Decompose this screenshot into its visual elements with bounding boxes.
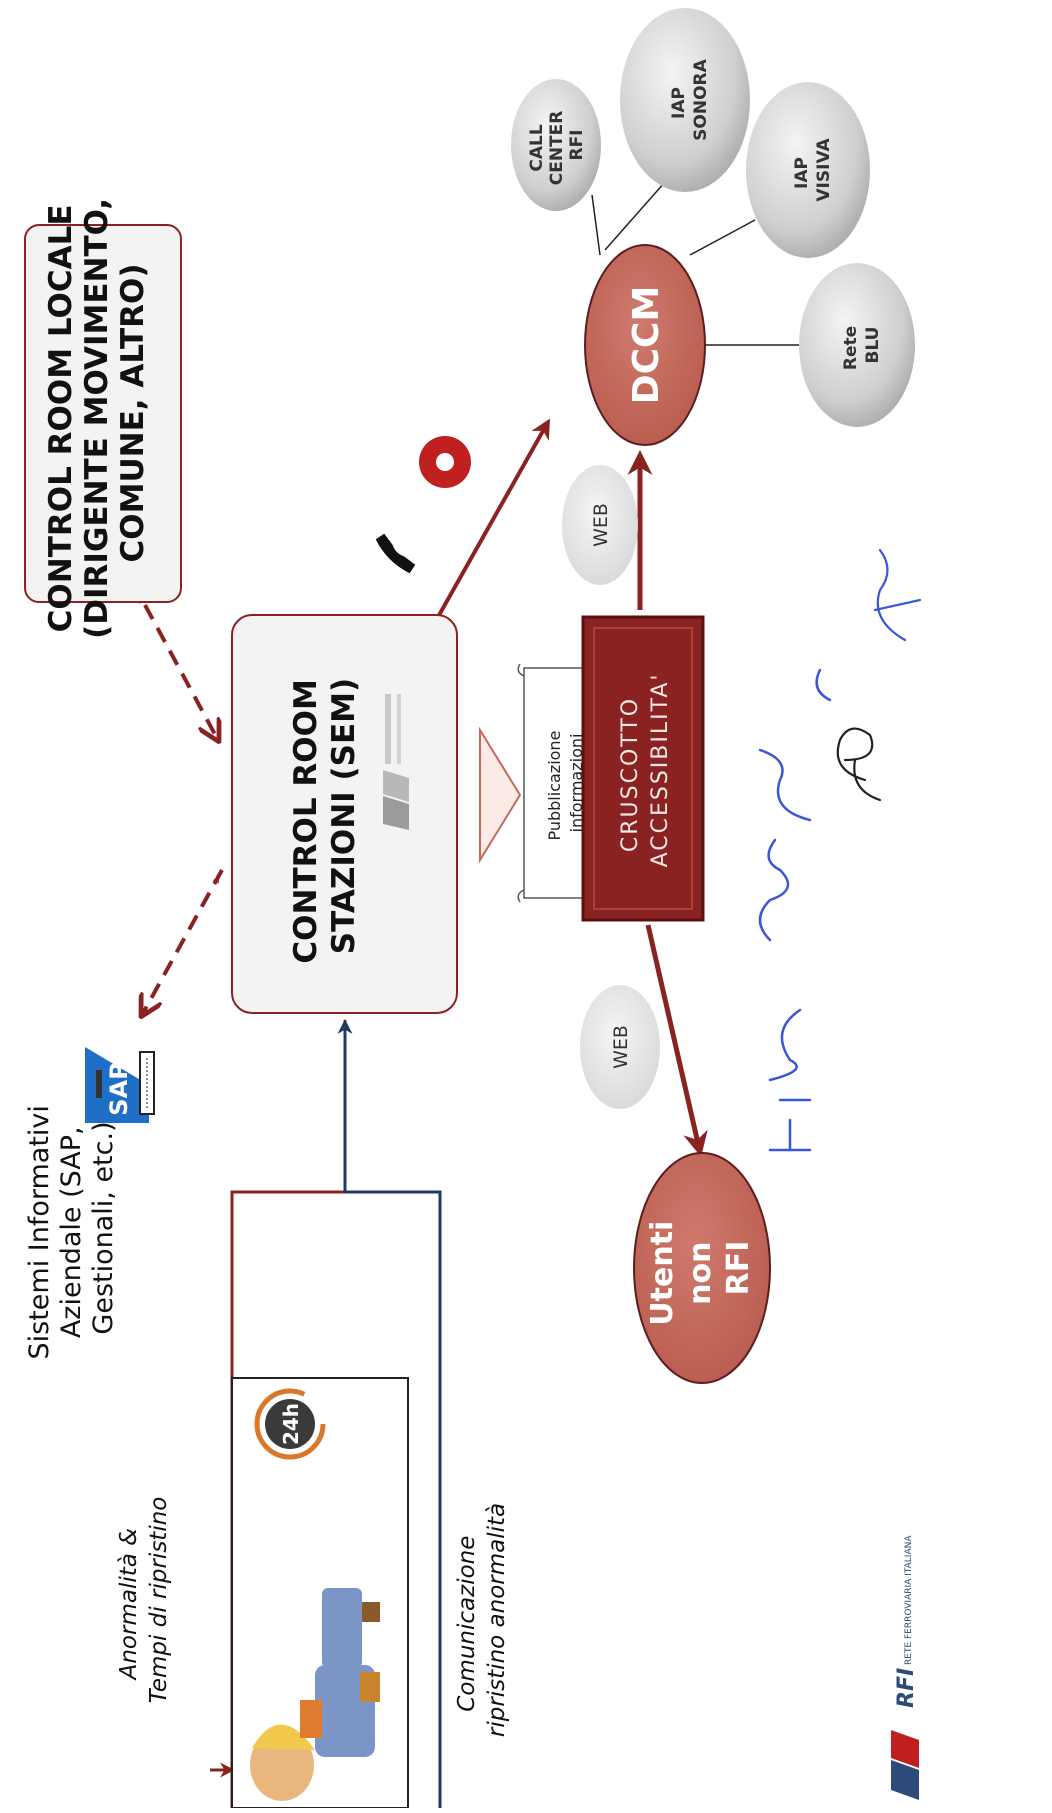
cruscotto-to-utenti-arrow <box>645 924 708 1157</box>
satellite-iap-visiva-label: IAP VISIVA <box>792 138 834 202</box>
computer-icon <box>96 1051 155 1115</box>
svg-text:RETE FERROVIARIA ITALIANA: RETE FERROVIARIA ITALIANA <box>904 1535 914 1665</box>
dccm-label: DCCM <box>626 286 667 405</box>
flow-triangle <box>479 726 522 864</box>
sistemi-informativi-label: Sistemi Informativi Aziendale (SAP, Gest… <box>24 1096 119 1359</box>
pubblicazione-label: Pubblicazione informazioni <box>545 725 586 840</box>
sap-logo-icon: SAP <box>85 1047 149 1123</box>
web-label-bottom: WEB <box>610 1025 632 1069</box>
comunicazione-connector <box>345 1190 442 1812</box>
web-badge-top <box>562 465 638 585</box>
satellite-rete-blu <box>799 263 915 427</box>
web-badge-bottom <box>580 985 660 1109</box>
utenti-label: Utenti non RFI <box>645 1210 756 1325</box>
worker-illustration-icon <box>250 1588 380 1801</box>
cruscotto-label: CRUSCOTTO ACCESSIBILITA' <box>618 673 673 868</box>
rfi-logo-small <box>383 694 409 830</box>
dashed-link-sap <box>142 869 224 1015</box>
satellite-call-center-label: CALL CENTER RFI <box>527 105 587 186</box>
control-room-locale-box <box>24 224 182 603</box>
phone-arrow <box>423 418 550 641</box>
phone-icon <box>375 533 416 574</box>
satellite-connectors <box>591 181 800 346</box>
utenti-node <box>633 1152 771 1384</box>
dashed-link-locale <box>143 604 218 740</box>
dccm-node <box>584 244 706 446</box>
satellite-iap-sonora <box>620 8 750 192</box>
anomalie-label: Anormalità & Tempi di ripristino <box>116 1497 172 1704</box>
svg-text:RFI: RFI <box>894 1668 919 1708</box>
web-label-top: WEB <box>590 503 612 547</box>
satellite-rete-blu-label: Rete BLU <box>841 320 883 370</box>
svg-text:SAP: SAP <box>105 1062 133 1115</box>
signature-blue <box>758 668 832 1152</box>
red-alert-icon <box>419 436 471 488</box>
signature-black <box>836 727 882 802</box>
clock-24h-icon: 24h <box>254 1388 326 1460</box>
satellite-call-center <box>511 79 601 211</box>
control-room-locale-label: CONTROL ROOM LOCALE (DIRIGENTE MOVIMENTO… <box>43 187 151 639</box>
svg-text:24h: 24h <box>279 1403 303 1445</box>
cruscotto-box <box>581 615 705 922</box>
rfi-logo: RFI RETE FERROVIARIA ITALIANA <box>891 1535 919 1800</box>
control-room-stazioni-label: CONTROL ROOM STAZIONI (SEM) <box>288 668 362 963</box>
signature-blue-2 <box>873 548 922 642</box>
satellite-iap-sonora-label: IAP SONORA <box>669 58 711 140</box>
comunicazione-label: Comunicazione ripristino anormalità <box>454 1503 510 1737</box>
satellite-iap-visiva <box>746 82 870 258</box>
